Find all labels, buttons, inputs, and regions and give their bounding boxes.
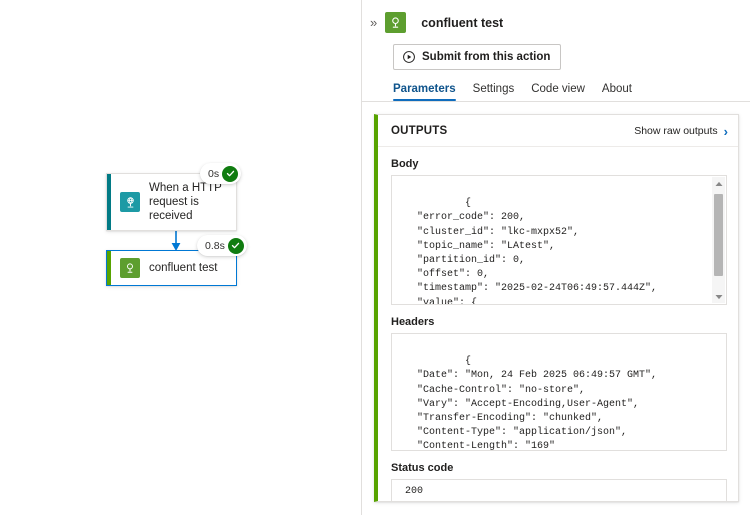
show-raw-outputs-label: Show raw outputs: [634, 125, 718, 137]
headers-code-box[interactable]: { "Date": "Mon, 24 Feb 2025 06:49:57 GMT…: [391, 333, 727, 451]
body-value: { "error_code": 200, "cluster_id": "lkc-…: [417, 198, 658, 305]
headers-value: { "Date": "Mon, 24 Feb 2025 06:49:57 GMT…: [417, 356, 658, 451]
success-check-icon: [227, 237, 244, 254]
status-box-tools: [686, 484, 719, 497]
panel-header: » confluent test: [362, 0, 750, 33]
field-label: Status code: [391, 462, 454, 474]
submit-from-this-action-button[interactable]: Submit from this action: [393, 44, 562, 70]
node-content: confluent test: [111, 251, 236, 285]
status-code-value: 200: [405, 485, 424, 497]
outputs-title: OUTPUTS: [391, 125, 448, 137]
body-scrollbar[interactable]: [712, 177, 725, 303]
node-label: confluent test: [149, 262, 218, 274]
show-raw-outputs-link[interactable]: Show raw outputs ›: [634, 123, 728, 139]
node-status-badge-trigger: 0s: [200, 163, 242, 184]
outputs-header: OUTPUTS Show raw outputs ›: [378, 115, 738, 147]
scroll-up-arrow-icon[interactable]: [714, 177, 723, 190]
field-label: Headers: [391, 316, 435, 328]
output-field-status-code: Status code 200: [378, 462, 738, 501]
chevron-double-right-icon[interactable]: »: [370, 15, 378, 30]
copy-icon[interactable]: [694, 180, 707, 193]
workflow-node-action[interactable]: confluent test: [106, 250, 237, 286]
node-label: When a HTTP request is received: [149, 182, 222, 222]
tabs-divider: [362, 101, 750, 102]
tab-code-view[interactable]: Code view: [531, 83, 585, 95]
node-duration: 0.8s: [205, 239, 225, 252]
table-view-icon[interactable]: [686, 484, 699, 497]
node-duration: 0s: [208, 167, 220, 180]
copy-icon[interactable]: [707, 338, 720, 351]
submit-button-label: Submit from this action: [422, 51, 551, 63]
scroll-track[interactable]: [712, 190, 725, 290]
output-field-body: Body { "error_code": 200, "cluster_id": …: [378, 158, 738, 305]
status-code-box[interactable]: 200: [391, 479, 727, 501]
success-check-icon: [222, 165, 239, 182]
body-box-tools: [674, 180, 707, 193]
chevron-right-icon: ›: [723, 123, 728, 139]
table-view-icon[interactable]: [674, 180, 687, 193]
node-accent-bar: [107, 174, 111, 230]
http-request-icon: [120, 192, 140, 212]
panel-title: confluent test: [421, 15, 504, 30]
node-accent-bar: [107, 251, 111, 285]
tab-settings[interactable]: Settings: [472, 83, 515, 95]
confluent-icon: [120, 258, 140, 278]
play-circle-icon: [402, 50, 416, 64]
node-status-badge-action: 0.8s: [197, 235, 247, 256]
copy-icon[interactable]: [706, 484, 719, 497]
scroll-thumb[interactable]: [714, 194, 723, 276]
node-content: When a HTTP request is received: [111, 174, 236, 230]
scroll-down-arrow-icon[interactable]: [714, 290, 723, 303]
tab-parameters[interactable]: Parameters: [393, 83, 456, 101]
tab-about[interactable]: About: [601, 83, 632, 95]
output-field-headers: Headers { "Date": "Mon, 24 Feb 2025 06:4…: [378, 316, 738, 451]
action-details-panel: » confluent test Submit from this action…: [362, 0, 750, 515]
workflow-canvas[interactable]: When a HTTP request is received 0s: [0, 0, 362, 515]
field-label: Body: [391, 158, 419, 170]
body-code-box[interactable]: { "error_code": 200, "cluster_id": "lkc-…: [391, 175, 727, 305]
confluent-icon: [385, 12, 407, 33]
table-view-icon[interactable]: [687, 338, 700, 351]
outputs-card: OUTPUTS Show raw outputs › Body { "error…: [374, 114, 739, 502]
headers-box-tools: [687, 338, 720, 351]
panel-tabs: Parameters Settings Code view About: [393, 83, 750, 101]
